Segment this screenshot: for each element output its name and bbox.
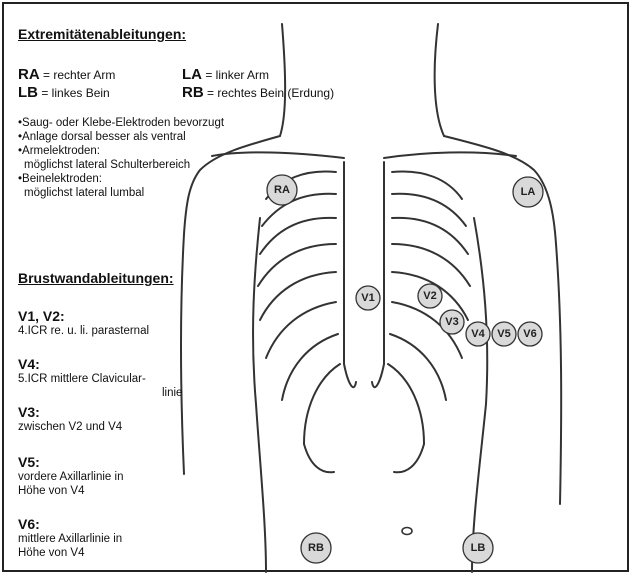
v6-title: V6: [18, 516, 40, 532]
electrode-lb: LB [463, 533, 493, 563]
v3-desc: zwischen V2 und V4 [18, 420, 122, 434]
legend-rb: RB = rechtes Bein (Erdung) [182, 86, 334, 100]
electrode-v2-label: V2 [423, 290, 436, 302]
note-leg-position: möglichst lateral lumbal [24, 186, 144, 200]
legend-rb-code: RB [182, 84, 204, 101]
note-arm-electrodes: •Armelektroden: [18, 144, 100, 158]
electrode-v1: V1 [356, 286, 380, 310]
legend-ra-code: RA [18, 66, 40, 83]
electrode-v5-label: V5 [497, 328, 510, 340]
electrode-lb-label: LB [471, 542, 486, 554]
v4-title: V4: [18, 356, 40, 372]
electrode-v6: V6 [518, 322, 542, 346]
note-leg-electrodes: •Beinelektroden: [18, 172, 102, 186]
legend-la-code: LA [182, 66, 202, 83]
chest-heading: Brustwandableitungen: [18, 270, 174, 286]
electrode-v4: V4 [466, 322, 490, 346]
v6-desc-1: mittlere Axillarlinie in [18, 532, 122, 546]
note-arm-position: möglichst lateral Schulterbereich [24, 158, 190, 172]
note-electrode-type: •Saug- oder Klebe-Elektroden bevorzugt [18, 116, 224, 130]
legend-ra-desc: = rechter Arm [43, 68, 115, 82]
electrode-rb-label: RB [308, 542, 324, 554]
legend-lb: LB = linkes Bein [18, 86, 110, 100]
legend-lb-desc: = linkes Bein [41, 86, 109, 100]
electrode-ra-label: RA [274, 184, 290, 196]
v6-desc-2: Höhe von V4 [18, 546, 85, 560]
electrode-v6-label: V6 [523, 328, 536, 340]
v1v2-desc: 4.ICR re. u. li. parasternal [18, 324, 149, 338]
electrode-rb: RB [301, 533, 331, 563]
electrode-v1-label: V1 [361, 292, 374, 304]
legend-rb-desc: = rechtes Bein (Erdung) [207, 86, 334, 100]
v3-title: V3: [18, 404, 40, 420]
electrode-v4-label: V4 [471, 328, 485, 340]
legend-la: LA = linker Arm [182, 68, 269, 82]
v4-desc-2: linie [162, 386, 182, 400]
limb-heading: Extremitätenableitungen: [18, 26, 186, 42]
electrode-la-label: LA [521, 186, 536, 198]
note-placement: •Anlage dorsal besser als ventral [18, 130, 186, 144]
legend-ra: RA = rechter Arm [18, 68, 115, 82]
electrode-v3-label: V3 [445, 316, 458, 328]
electrode-v3: V3 [440, 310, 464, 334]
v5-desc-2: Höhe von V4 [18, 484, 85, 498]
v5-title: V5: [18, 454, 40, 470]
electrode-v5: V5 [492, 322, 516, 346]
v5-desc-1: vordere Axillarlinie in [18, 470, 123, 484]
electrode-la: LA [513, 177, 543, 207]
legend-lb-code: LB [18, 84, 38, 101]
legend-la-desc: = linker Arm [205, 68, 269, 82]
v1v2-title: V1, V2: [18, 308, 65, 324]
v4-desc-1: 5.ICR mittlere Clavicular- [18, 372, 146, 386]
electrode-v2: V2 [418, 284, 442, 308]
electrode-ra: RA [267, 175, 297, 205]
